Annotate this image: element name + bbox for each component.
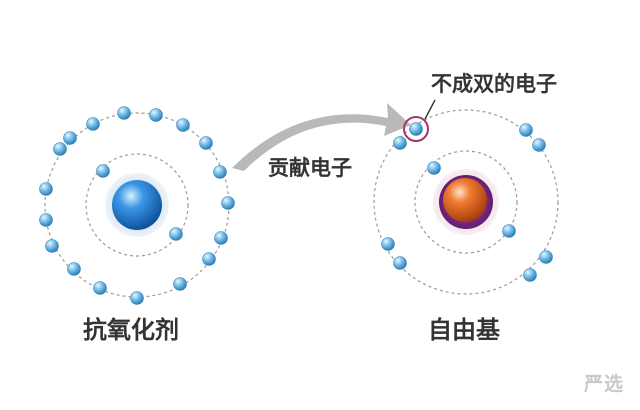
electron bbox=[96, 164, 110, 178]
outer-orbit bbox=[373, 109, 559, 295]
electron bbox=[409, 122, 423, 136]
electron bbox=[213, 165, 227, 179]
electron bbox=[67, 262, 81, 276]
electron bbox=[176, 118, 190, 132]
electron bbox=[502, 224, 516, 238]
free-radical-atom bbox=[373, 109, 559, 295]
donate-electron-label: 贡献电子 bbox=[268, 156, 352, 180]
donation-arrow bbox=[232, 103, 411, 171]
electron bbox=[53, 142, 67, 156]
electron bbox=[539, 250, 553, 264]
electron bbox=[86, 117, 100, 131]
inner-orbit bbox=[85, 153, 189, 257]
electrons-group bbox=[39, 106, 235, 305]
electron bbox=[117, 106, 131, 120]
electron bbox=[427, 161, 441, 175]
free-radical-nucleus bbox=[443, 178, 487, 222]
electron bbox=[381, 237, 395, 251]
electron bbox=[39, 213, 53, 227]
electron bbox=[393, 256, 407, 270]
free-radical-label: 自由基 bbox=[428, 316, 500, 344]
electron bbox=[214, 231, 228, 245]
antioxidant-atom bbox=[39, 106, 235, 305]
electron bbox=[532, 138, 546, 152]
electron bbox=[45, 239, 59, 253]
electron bbox=[149, 108, 163, 122]
electron bbox=[63, 131, 77, 145]
electron bbox=[93, 281, 107, 295]
antioxidant-nucleus bbox=[112, 180, 162, 230]
unpaired-electron-label: 不成双的电子 bbox=[431, 72, 557, 96]
unpaired-pointer-line bbox=[424, 99, 436, 120]
electron bbox=[523, 268, 537, 282]
electron bbox=[393, 136, 407, 150]
electron bbox=[519, 123, 533, 137]
unpaired-highlight-ring bbox=[403, 116, 429, 142]
electron bbox=[199, 136, 213, 150]
electron bbox=[130, 291, 144, 305]
electrons-group bbox=[381, 122, 553, 282]
inner-orbit bbox=[414, 150, 518, 254]
electron bbox=[202, 252, 216, 266]
electron bbox=[169, 227, 183, 241]
electron bbox=[39, 182, 53, 196]
electron bbox=[221, 196, 235, 210]
antioxidant-label: 抗氧化剂 bbox=[83, 316, 179, 344]
watermark-text: 严选 bbox=[583, 373, 624, 395]
electron bbox=[173, 277, 187, 291]
